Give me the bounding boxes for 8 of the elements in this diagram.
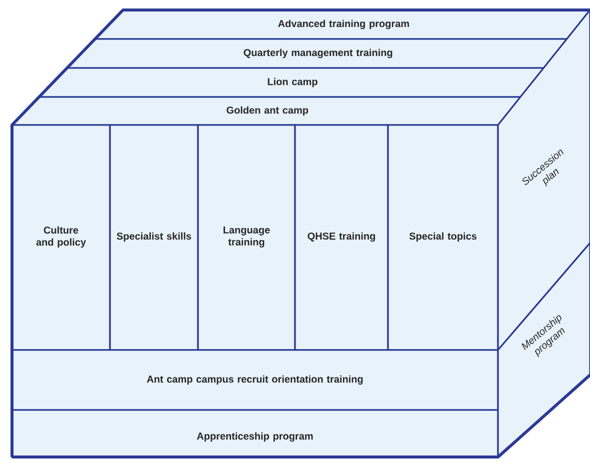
column-box: Specialist skills xyxy=(109,124,199,351)
node-label: Quarterly management training xyxy=(244,48,392,58)
column-box: Special topics xyxy=(387,124,499,351)
column-box: Language training xyxy=(197,124,296,351)
column-box: QHSE training xyxy=(294,124,389,351)
row-box: Apprenticeship program xyxy=(11,409,499,458)
row-box: Ant camp campus recruit orientation training xyxy=(11,349,499,411)
column-box: Culture and policy xyxy=(11,124,111,351)
